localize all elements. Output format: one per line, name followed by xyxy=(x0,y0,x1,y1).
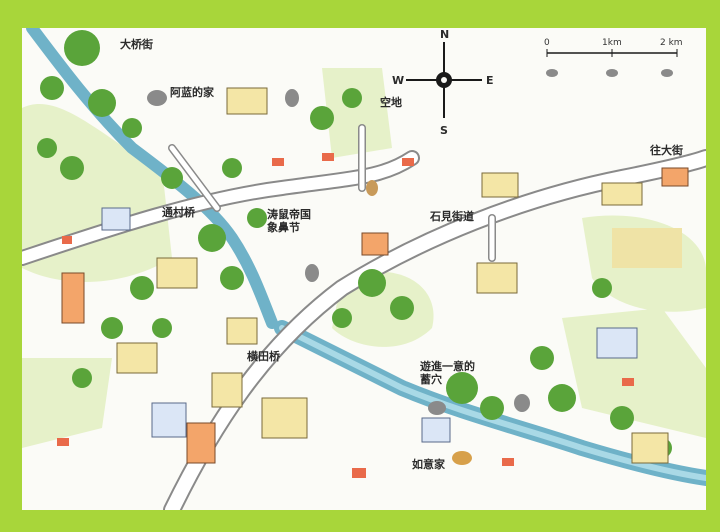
dog-icon xyxy=(452,451,472,465)
buildings xyxy=(57,87,689,478)
illustrated-map: N S E W 0 1km 2 km 大桥街 阿蓝的家 空地 往大街 xyxy=(22,28,706,510)
label-pond: 遊進一意的蓄穴 xyxy=(420,359,475,386)
compass-s: S xyxy=(440,124,448,137)
scale-end: 2 km xyxy=(660,38,683,48)
label-home-b: 如意家 xyxy=(412,457,446,471)
dog-icon xyxy=(366,180,378,196)
rat-icon xyxy=(661,69,673,77)
scale-bar: 0 1km 2 km xyxy=(544,38,683,57)
rat-icon xyxy=(606,69,618,77)
label-park: 涛鼠帝国象鼻节 xyxy=(267,207,311,234)
compass-icon: N S E W xyxy=(392,28,494,137)
label-empty-lot: 空地 xyxy=(380,95,402,109)
scale-zero: 0 xyxy=(544,38,550,48)
rat-icon xyxy=(546,69,558,77)
compass-n: N xyxy=(440,28,449,41)
cat-icon xyxy=(147,90,167,106)
place-labels: 大桥街 阿蓝的家 空地 往大街 通村桥 涛鼠帝国象鼻节 石見街道 横田桥 遊進一… xyxy=(120,37,683,471)
sports-field xyxy=(612,228,682,268)
animal-icons xyxy=(147,69,673,465)
rat-icon xyxy=(428,401,446,415)
scale-mid: 1km xyxy=(602,38,622,48)
label-home-a: 阿蓝的家 xyxy=(170,85,215,99)
rat-icon xyxy=(285,89,299,107)
label-village-street: 通村桥 xyxy=(162,205,196,219)
label-street-east: 往大街 xyxy=(650,143,683,157)
rat-icon xyxy=(514,394,530,412)
compass-w: W xyxy=(392,74,404,87)
compass-e: E xyxy=(486,74,494,87)
rat-icon xyxy=(305,264,319,282)
label-bridge: 横田桥 xyxy=(247,349,281,363)
label-road: 石見街道 xyxy=(429,209,474,223)
map-paper: N S E W 0 1km 2 km 大桥街 阿蓝的家 空地 往大街 xyxy=(22,28,706,510)
label-top-left-street: 大桥街 xyxy=(120,37,153,51)
